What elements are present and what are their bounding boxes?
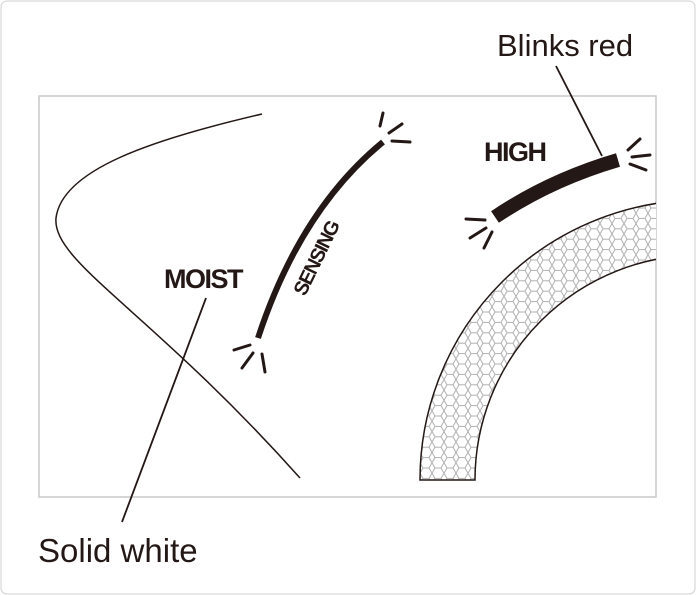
high-label: HIGH [484,137,546,167]
moist-label: MOIST [164,264,244,294]
solid-white-label: Solid white [38,532,198,569]
high-flash-marks [464,137,652,250]
high-indicator-bar [491,153,620,223]
sensing-indicator-arc [255,139,385,339]
solid-white-leader [121,297,207,523]
blinks-red-leader [555,65,603,157]
hex-ring [419,202,656,481]
sensing-flash-marks [232,111,412,374]
blinks-red-label: Blinks red [497,28,633,63]
